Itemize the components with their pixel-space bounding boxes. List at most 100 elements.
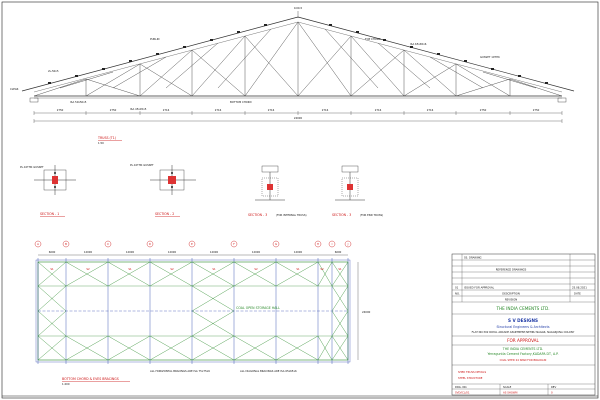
- sheet-title-1: SHED TRUSS DETAILS: [458, 370, 486, 374]
- segment-dim: 2716: [375, 108, 382, 112]
- grid-bubble: [62, 240, 70, 248]
- section-note: (FOR INTERNAL TRUSS): [276, 213, 306, 217]
- plan-dim: 12000: [84, 250, 93, 254]
- bracing-member: [191, 310, 235, 337]
- plan-member-label: S2: [254, 267, 258, 271]
- ref-title: REFERENCE DRAWINGS: [496, 268, 527, 272]
- firm-name: S V DESIGNS: [508, 318, 538, 323]
- footer-field: DRG. NO.: [455, 385, 467, 389]
- bracing-member: [331, 310, 349, 337]
- member-label: ISA 65x65x6: [410, 42, 427, 46]
- segment-dim: 2750: [57, 108, 64, 112]
- plan-member-label: S2: [170, 267, 174, 271]
- bracing-member: [149, 335, 193, 361]
- grid-bubble: [230, 240, 238, 248]
- segment-dim: 2750: [480, 108, 487, 112]
- section-note: PL.10THK GUSSET: [130, 163, 154, 167]
- bracing-member: [37, 310, 67, 337]
- top-chord-right: [297, 16, 575, 92]
- bracing-member: [317, 261, 333, 287]
- plan-dim: 12000: [294, 250, 303, 254]
- grid-bubble: [344, 240, 352, 248]
- firm-address: FLAT NO:302 ROYAL ARCADE APARTMENT,NEHRU…: [472, 330, 575, 334]
- segment-dim: 2716: [268, 108, 275, 112]
- plan-legend-item: ALL HORIZONTAL BRACINGS ARE ISA 75x75x6: [150, 369, 210, 373]
- plan-bracing: [37, 261, 349, 361]
- title-block: SS. DRAWING REFERENCE DRAWINGS 01 ISSUED…: [451, 253, 596, 396]
- segment-dim: 2750: [110, 108, 117, 112]
- plan-caption: BOTTOM CHORD & EVES BRACINGS: [62, 377, 119, 381]
- segment-dim: 2716: [322, 108, 329, 112]
- plan-width: 24000: [362, 310, 371, 314]
- plan-member-label: S1: [212, 267, 216, 271]
- grid-bubble: [146, 240, 154, 248]
- ridge-label: 0.00-5: [294, 6, 303, 10]
- section-note: PL.10THK GUSSET: [20, 165, 44, 169]
- section-1-detail: PL.10THK GUSSET SECTION - 1: [20, 165, 76, 217]
- revision-label: REVISION: [505, 298, 517, 302]
- plan-dim: 12000: [210, 250, 219, 254]
- grid-bubble: [104, 240, 112, 248]
- footer-field: REV: [551, 385, 556, 389]
- grid-bubble-label: B: [65, 242, 67, 246]
- truss-scale: 1:50: [98, 141, 104, 145]
- section-title: SECTION - 1: [40, 212, 59, 216]
- bracing-member: [275, 335, 319, 361]
- member-label: ISA 45x45x5: [130, 107, 147, 111]
- grid-bubble: [314, 240, 322, 248]
- grid-bubble-label: I: [332, 242, 333, 246]
- client-name: THE INDIA CEMENTS LTD.: [495, 306, 549, 311]
- segment-dim: 2750: [533, 108, 540, 112]
- section-title: SECTION - 3: [332, 213, 351, 217]
- bracing-member: [191, 285, 235, 312]
- truss-diagonals: [33, 21, 563, 97]
- plan-member-label: S1: [50, 267, 54, 271]
- section-3-internal-detail: SECTION - 3 (FOR INTERNAL TRUSS): [248, 165, 306, 217]
- rev-header-no: NO.: [455, 292, 460, 296]
- plan-member-label: S1: [128, 267, 132, 271]
- section-3-end-detail: SECTION - 3 (FOR END TRUSS): [332, 165, 383, 217]
- plan-dim: 6000: [49, 250, 56, 254]
- plan-member-label: S1: [338, 267, 342, 271]
- span-dimension: 24000: [294, 116, 303, 120]
- section-title: SECTION - 3: [248, 213, 267, 217]
- member-label: GUSSET 10THK: [480, 55, 500, 59]
- project-client: THE INDIA CEMENTS LTD.: [502, 347, 543, 351]
- grid-bubble: [328, 240, 336, 248]
- bracing-member: [331, 261, 349, 287]
- truss-elevation: 0.00-5 CLEAR: [10, 6, 575, 145]
- member-label: ISA 50x50x5: [70, 100, 87, 104]
- plan-center-text: COAL OPEN STORAGE HALL: [236, 306, 280, 310]
- plan-dim: 12000: [252, 250, 261, 254]
- bracing-member: [107, 335, 151, 361]
- member-label: TOP CHORD: [365, 37, 381, 41]
- bracing-member: [317, 335, 333, 361]
- rev-header-date: DATE: [574, 292, 581, 296]
- grid-bubble-label: G: [275, 242, 277, 246]
- sections-row: PL.10THK GUSSET SECTION - 1 PL.10THK GUS…: [20, 163, 383, 217]
- project-location: Yerraguntla Cement Factory,KADAPA DT, A.…: [487, 352, 558, 356]
- plan-member-label: S2: [86, 267, 90, 271]
- grid-bubble-label: A: [37, 242, 39, 246]
- top-chord-left: [21, 16, 299, 92]
- grid-bubble-label: C: [107, 242, 109, 246]
- issue-desc: ISSUED FOR APPROVAL: [464, 286, 495, 290]
- plan-dim: 12000: [168, 250, 177, 254]
- grid-bubble: [188, 240, 196, 248]
- purlin-markers: [48, 24, 548, 84]
- bracing-member: [37, 285, 67, 312]
- project-title: COAL SHED 24 SPAN FOR BRACKLIN: [500, 358, 547, 362]
- eave-label: CLEAR: [10, 87, 19, 91]
- segment-dim: 2716: [215, 108, 222, 112]
- bracing-member: [331, 285, 349, 312]
- bracing-member: [191, 261, 235, 287]
- rev-row-text: SS. DRAWING: [464, 256, 482, 260]
- issue-date: 25.08.2021: [572, 286, 587, 290]
- bracing-member: [37, 335, 67, 361]
- segment-dim: 2716: [163, 108, 170, 112]
- footer-value: SVD/ICL/01: [455, 391, 470, 395]
